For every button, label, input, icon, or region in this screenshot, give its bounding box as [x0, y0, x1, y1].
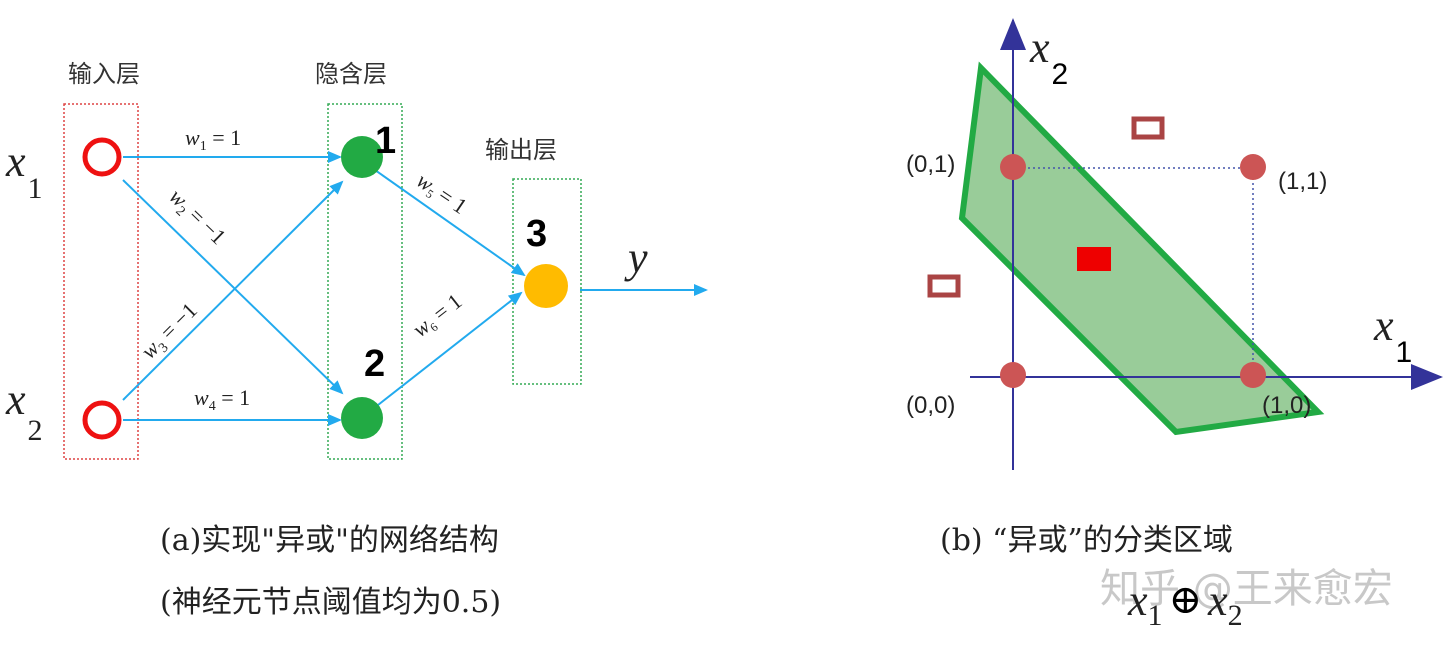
class-marker-hollow-left — [927, 274, 961, 298]
edge-h1-out — [374, 169, 526, 277]
output-node-3-number: 3 — [526, 213, 547, 255]
input-layer-label: 输入层 — [68, 60, 140, 88]
edge-x1-h2 — [122, 179, 344, 395]
output-layer-label: 输出层 — [485, 136, 557, 164]
class-marker-hollow-top — [1131, 116, 1165, 140]
point-label-1-0: (1,0) — [1262, 392, 1311, 419]
weight-w1: w1 = 1 — [185, 125, 241, 154]
xor-region-plot: x2 x1 (0,0) (0,1) (1,1) (1,0) (b) “异或”的分… — [906, 18, 1443, 632]
input-layer-box — [63, 103, 139, 460]
point-0-1 — [1000, 154, 1026, 180]
weight-w5: w5 = 1 — [411, 167, 472, 220]
axis-label-x1: x1 — [1373, 301, 1412, 369]
edge-x2-h1 — [122, 180, 344, 401]
output-layer-box — [512, 178, 582, 385]
weight-w2: w2 = −1 — [162, 184, 231, 252]
xor-formula: x1⊕x2 — [1127, 576, 1243, 632]
output-node-3 — [524, 264, 568, 308]
point-0-0 — [1000, 362, 1026, 388]
hidden-node-1-number: 1 — [375, 120, 396, 162]
hidden-layer-box — [327, 103, 403, 460]
xor-region — [958, 61, 1325, 436]
caption-b: (b) “异或”的分类区域 — [940, 523, 1233, 558]
point-1-0 — [1240, 362, 1266, 388]
point-1-1 — [1240, 154, 1266, 180]
weight-w4: w4 = 1 — [194, 385, 250, 414]
caption-a-line1: (a)实现"异或"的网络结构 — [160, 523, 499, 558]
edge-h2-out — [377, 291, 523, 406]
point-label-0-0: (0,0) — [906, 392, 955, 419]
point-label-1-1: (1,1) — [1278, 168, 1327, 195]
network-diagram: 输入层 隐含层 输出层 1 2 3 x1 x2 y w1 = 1 — [5, 60, 708, 620]
input-node-x1 — [82, 137, 122, 177]
output-label-y: y — [624, 233, 648, 282]
weight-w3: w3 = −1 — [136, 297, 205, 366]
input-node-x2 — [82, 400, 122, 440]
hidden-node-2-number: 2 — [364, 343, 385, 385]
input-label-x1: x1 — [5, 137, 43, 205]
input-label-x2: x2 — [5, 375, 43, 447]
class-marker-filled — [1077, 247, 1111, 271]
hidden-node-2 — [341, 397, 383, 439]
point-label-0-1: (0,1) — [906, 151, 955, 178]
watermark: 知乎 @王来愈宏 — [1100, 566, 1393, 612]
axis-label-x2: x2 — [1029, 23, 1068, 91]
caption-a-line2: (神经元节点阈值均为0.5) — [160, 585, 501, 620]
hidden-node-1 — [341, 136, 383, 178]
weight-w6: w6 = 1 — [408, 288, 468, 343]
hidden-layer-label: 隐含层 — [315, 60, 387, 88]
